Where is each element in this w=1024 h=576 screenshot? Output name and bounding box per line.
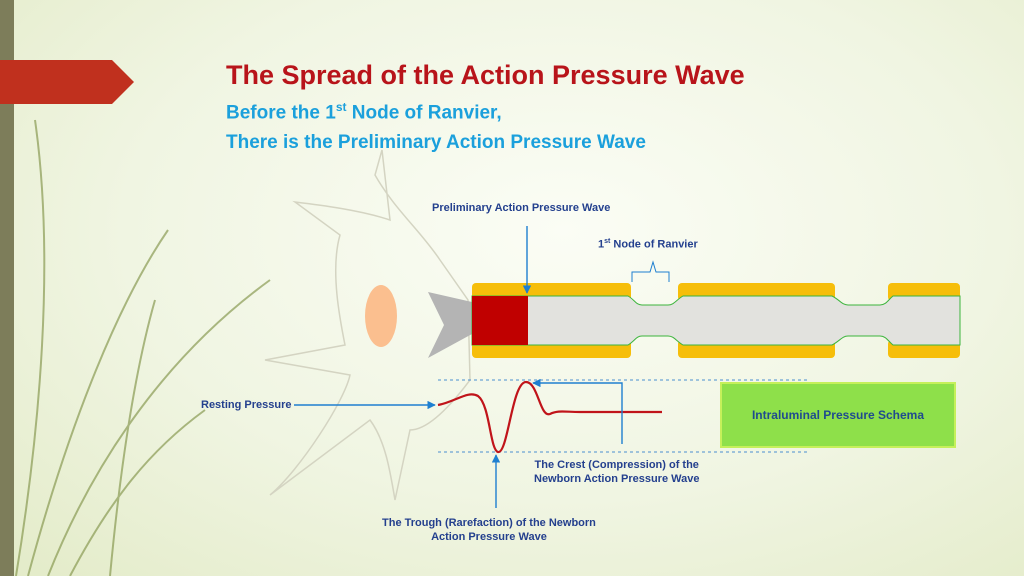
preliminary-wave-label: Preliminary Action Pressure Wave [432,202,611,214]
decorative-grass [15,119,271,576]
subtitle-line-1: Before the 1st Node of Ranvier, [226,92,745,128]
ribbon-arrow [0,60,134,104]
intraluminal-schema-box: Intraluminal Pressure Schema [720,382,956,448]
node-of-ranvier-label: 1st Node of Ranvier [598,235,698,252]
neuron-soma-outline [264,149,471,501]
trough-label: The Trough (Rarefaction) of the Newborn … [382,516,596,544]
crest-label: The Crest (Compression) of the Newborn A… [534,458,699,486]
crest-label-line-2: Newborn Action Pressure Wave [534,473,700,485]
axon-tube [471,283,961,358]
crest-arrow [532,378,623,444]
axon-hillock [428,292,472,358]
nucleus [365,285,397,347]
node-bracket [631,260,670,282]
subtitle-line-1-sup: st [335,100,347,114]
axon-core [471,295,961,346]
title-block: The Spread of the Action Pressure Wave B… [226,58,745,158]
node-label-sup: st [604,238,611,245]
resting-pressure-label: Resting Pressure [201,399,292,411]
pressure-wave-front [472,296,528,345]
pressure-waveform [437,380,662,454]
subtitle-line-1-post: Node of Ranvier, [346,102,502,124]
node-label-post: Node of Ranvier [610,238,698,251]
trough-label-line-1: The Trough (Rarefaction) of the Newborn [382,517,596,529]
node-label-pre: 1 [598,238,605,251]
subtitle-line-1-pre: Before the 1 [226,102,336,124]
left-accent-bar [0,0,14,576]
page-title: The Spread of the Action Pressure Wave [226,60,745,90]
crest-label-line-1: The Crest (Compression) of the [534,459,699,471]
trough-label-line-2: Action Pressure Wave [431,531,547,543]
subtitle-line-2: There is the Preliminary Action Pressure… [226,132,646,154]
